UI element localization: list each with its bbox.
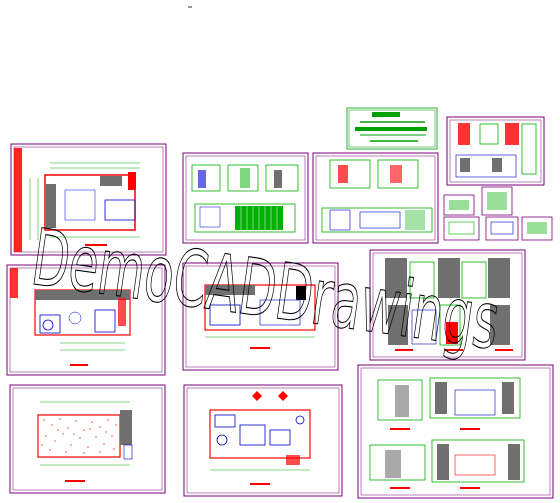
sheet-plan-center (182, 262, 339, 371)
sheet-elevations-top-middle (182, 152, 309, 244)
sheet-elevation-set-right (369, 249, 526, 361)
sheet-elevations-top-right (312, 152, 439, 244)
sheet-furniture-plan-bottom-center (183, 384, 343, 497)
title-block-header (372, 112, 400, 117)
watermark-text: DemoCADDrawings (27, 213, 505, 368)
floor-hatch-pattern (41, 418, 117, 454)
sheet-floor-plan-top-left (10, 143, 167, 256)
sheet-floor-finish-bottom-left (9, 384, 166, 494)
small-detail-sheets (443, 186, 553, 241)
title-block (346, 107, 438, 150)
sheet-plan-middle-left (6, 264, 166, 376)
sheet-elevations-bottom-right (357, 364, 554, 499)
north-marker-left (252, 391, 262, 401)
north-marker-right (278, 391, 288, 401)
sheet-detail-far-right (446, 116, 545, 186)
